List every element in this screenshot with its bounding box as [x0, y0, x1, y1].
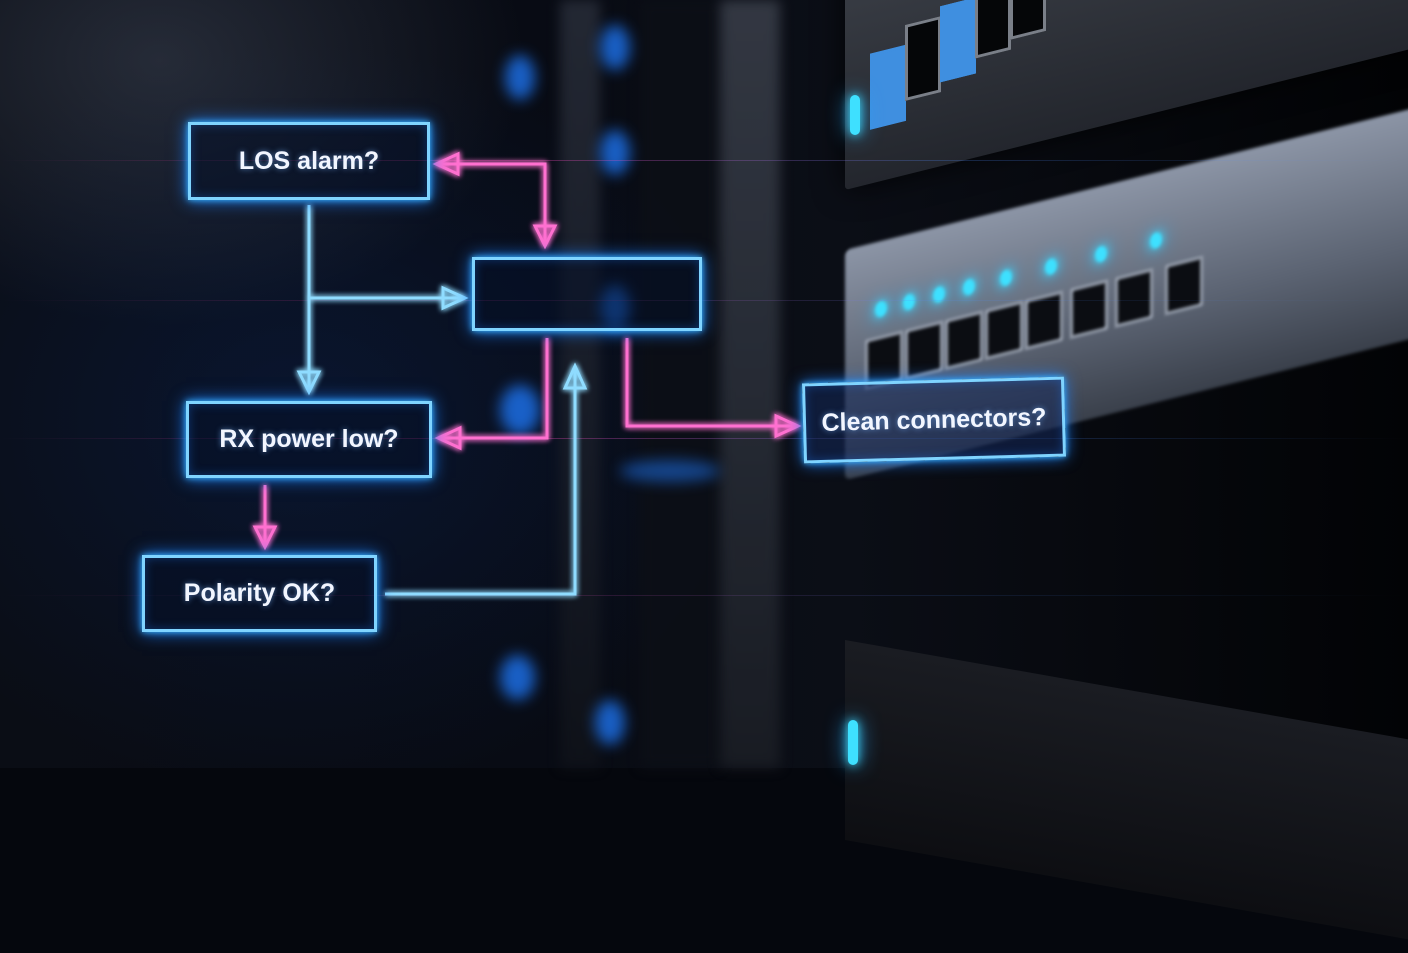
node-clean-connectors[interactable]: Clean connectors?: [801, 376, 1067, 464]
blue-connectors: [296, 205, 588, 596]
arrowhead-right-icon: [441, 285, 469, 311]
node-label: RX power low?: [219, 425, 399, 453]
status-led: [848, 720, 858, 765]
bokeh-light: [600, 25, 630, 70]
rack-pillar: [720, 0, 780, 768]
node-polarity-ok[interactable]: Polarity OK?: [142, 555, 377, 632]
node-rx-power-low[interactable]: RX power low?: [186, 401, 432, 478]
light-flare: [0, 438, 1408, 439]
bokeh-light: [620, 460, 720, 482]
rack-pillar: [640, 0, 720, 768]
edge-center-to-rx: [440, 338, 549, 440]
node-center-blank[interactable]: [472, 257, 702, 331]
node-label: LOS alarm?: [238, 146, 380, 175]
node-label: Polarity OK?: [183, 579, 336, 607]
arrowhead-down-icon: [252, 525, 278, 551]
status-led: [850, 95, 860, 135]
edge-center-los: [438, 162, 547, 245]
arrowhead-left-icon: [432, 151, 460, 177]
light-flare: [0, 595, 1408, 596]
bokeh-light: [595, 700, 625, 745]
bokeh-light: [500, 655, 535, 700]
edge-center-to-clean: [625, 338, 795, 428]
magenta-connectors: [252, 151, 802, 551]
arrowhead-right-icon: [774, 413, 802, 439]
node-los-alarm[interactable]: LOS alarm?: [188, 122, 430, 200]
light-flare: [0, 300, 1408, 301]
connector-lines: [252, 151, 802, 596]
arrowhead-up-icon: [562, 362, 588, 390]
light-flare: [0, 160, 1408, 161]
arrowhead-down-icon: [532, 224, 558, 250]
arrowhead-left-icon: [434, 425, 462, 451]
arrowhead-down-icon: [296, 370, 322, 396]
bokeh-light: [500, 385, 540, 435]
node-label: Clean connectors?: [821, 402, 1047, 437]
edge-polarity-to-center: [385, 370, 577, 596]
bokeh-light: [505, 55, 535, 100]
bokeh-light: [600, 130, 630, 175]
